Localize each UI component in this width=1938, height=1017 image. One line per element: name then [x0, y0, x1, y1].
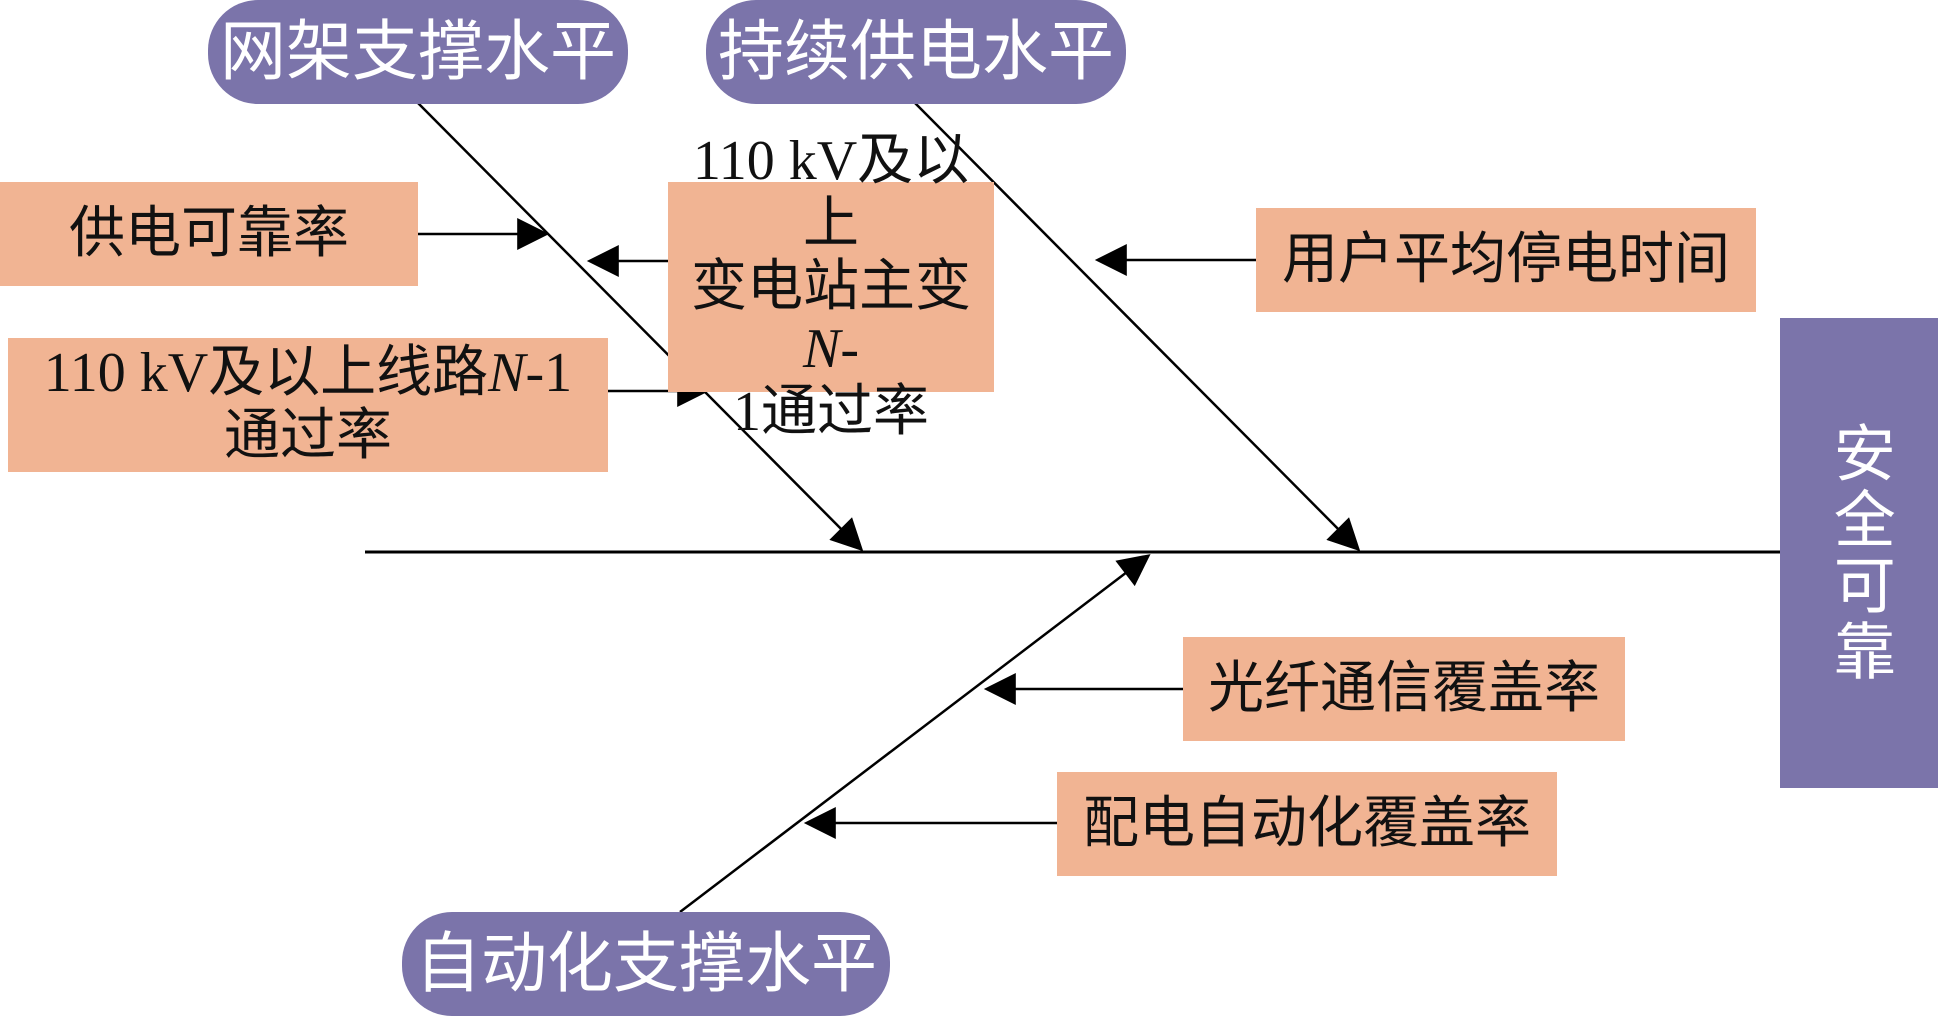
category-grid-support: 网架支撑水平 [208, 0, 628, 104]
cause-substation-n1-line1: 110 kV及以上 [692, 130, 970, 255]
cause-avg-outage-time-label: 用户平均停电时间 [1282, 228, 1730, 291]
effect-safety-reliability: 安全可靠 [1780, 318, 1938, 788]
cause-fiber-coverage-label: 光纤通信覆盖率 [1208, 657, 1600, 720]
bone-continuous-supply [914, 102, 1361, 552]
cause-fiber-coverage: 光纤通信覆盖率 [1183, 637, 1625, 741]
cause-da-coverage: 配电自动化覆盖率 [1057, 772, 1557, 876]
category-grid-support-label: 网架支撑水平 [220, 13, 616, 90]
cause-line-n1: 110 kV及以上线路N-1 通过率 [8, 338, 608, 472]
cause-supply-reliability-label: 供电可靠率 [69, 202, 349, 265]
cause-supply-reliability: 供电可靠率 [0, 182, 418, 286]
cause-line-n1-line1: 110 kV及以上线路N-1 [43, 342, 573, 405]
cause-substation-n1-line3: 1通过率 [733, 381, 929, 444]
bone-automation-support [679, 554, 1151, 913]
cause-substation-n1: 110 kV及以上 变电站主变N- 1通过率 [668, 130, 994, 443]
cause-line-n1-line2: 通过率 [223, 405, 392, 467]
category-automation-support-label: 自动化支撑水平 [415, 925, 877, 1002]
cause-avg-outage-time: 用户平均停电时间 [1256, 208, 1756, 312]
category-automation-support: 自动化支撑水平 [402, 912, 890, 1016]
category-continuous-supply: 持续供电水平 [706, 0, 1126, 104]
category-continuous-supply-label: 持续供电水平 [718, 13, 1114, 90]
cause-substation-n1-line2: 变电站主变N- [691, 255, 971, 381]
cause-da-coverage-label: 配电自动化覆盖率 [1083, 792, 1531, 855]
bone-grid-support [417, 102, 864, 552]
effect-label: 安全可靠 [1822, 421, 1896, 685]
